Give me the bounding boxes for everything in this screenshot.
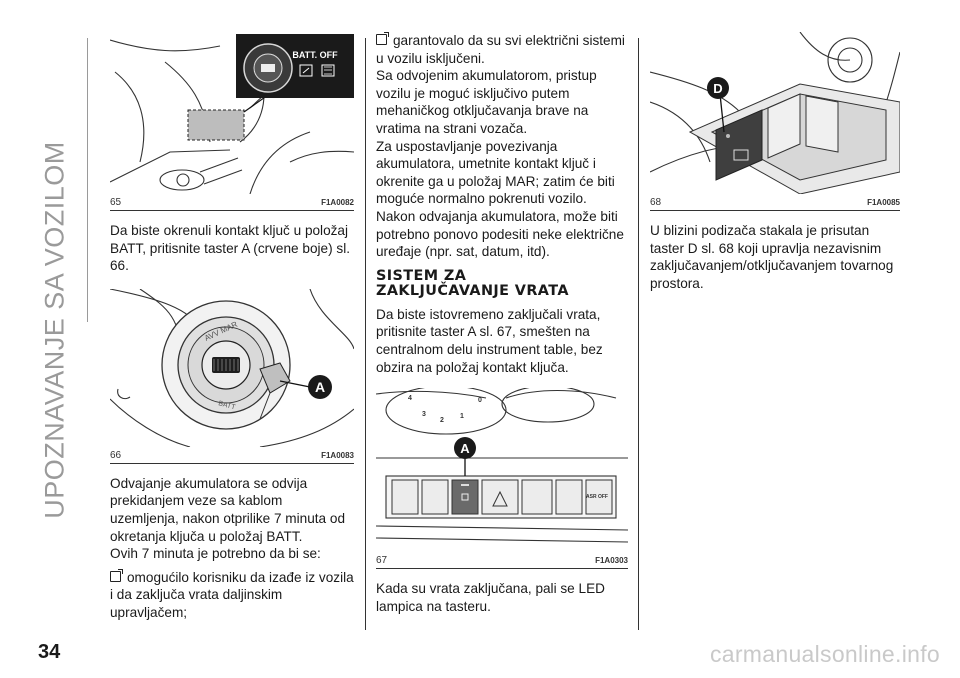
section-divider [87, 38, 88, 322]
bullet-text: garantovalo da su svi električni sistemi… [376, 33, 625, 66]
ignition-illustration: BATT. OFF [110, 32, 354, 194]
figure-rule [376, 568, 628, 570]
page-number: 34 [38, 641, 61, 663]
dial-label: 2 [440, 417, 444, 424]
paragraph: Da biste okrenuli kontakt ključ u položa… [110, 223, 350, 274]
paragraph: Za uspostavljanje povezivanja akumulator… [376, 138, 615, 207]
figure-68: D 68 F1A0085 [650, 32, 900, 211]
ring-label-bottom: BATT [217, 400, 236, 411]
paragraph: Odvajanje akumulatora se odvija prekidan… [110, 475, 346, 544]
dial-label: 0 [478, 397, 482, 404]
callout-a: A [315, 379, 325, 395]
callout-d: D [713, 81, 722, 96]
figure-65: BATT. OFF 65 F1A0082 [110, 32, 354, 211]
dial-label: 3 [422, 411, 426, 418]
column-divider [365, 38, 366, 630]
figure-66: AVV MAR BATT A 66 F1A0083 [110, 288, 354, 464]
figure-number: 66 [110, 449, 122, 461]
figure-rule [110, 210, 354, 211]
asr-off-label: ASR OFF [586, 494, 608, 500]
batt-off-label: BATT. OFF [292, 50, 338, 60]
figure-number: 68 [650, 197, 662, 208]
bullet-icon [376, 32, 389, 45]
figure-code: F1A0085 [867, 198, 900, 207]
dashboard-switch-illustration: 4 3 2 1 0 ASR OFF A [376, 388, 628, 553]
heading-line: ZAKLJUČAVANJE VRATA [376, 282, 569, 299]
figure-number: 67 [376, 555, 388, 567]
paragraph: Kada su vrata zaključana, pali se LED la… [376, 581, 605, 614]
bullet-item: garantovalo da su svi električni sistemi… [376, 32, 628, 67]
section-title: UPOZNAVANJE SA VOZILOM [39, 141, 70, 519]
bullet-item: omogućilo korisniku da izađe iz vozila i… [110, 568, 354, 622]
column-1: BATT. OFF 65 F1A0082 Da biste okrenuli k… [110, 32, 354, 622]
column-divider [638, 38, 639, 630]
column-3: D 68 F1A0085 U blizini podizača stakala … [650, 32, 900, 292]
paragraph: Da biste istovremeno zaključali vrata, p… [376, 306, 603, 375]
ignition-switch-illustration: AVV MAR BATT A [110, 288, 354, 447]
figure-code: F1A0083 [321, 450, 354, 460]
paragraph: U blizini podizača stakala je prisutan t… [650, 223, 894, 291]
paragraph: Nakon odvajanja akumulatora, može biti p… [376, 208, 624, 260]
callout-a: A [460, 441, 470, 456]
figure-code: F1A0082 [321, 198, 354, 207]
dial-label: 4 [408, 395, 412, 402]
section-heading: SISTEM ZA ZAKLJUČAVANJE VRATA [376, 267, 628, 299]
paragraph: Sa odvojenim akumulatorom, pristup vozil… [376, 68, 597, 136]
watermark: carmanualsonline.info [709, 641, 940, 667]
door-switch-illustration: D [650, 32, 900, 194]
bullet-text: omogućilo korisniku da izađe iz vozila i… [110, 569, 354, 620]
heading-line: SISTEM ZA [376, 267, 467, 284]
figure-number: 65 [110, 197, 122, 208]
figure-67: 4 3 2 1 0 ASR OFF A 67 [376, 388, 628, 570]
paragraph: Ovih 7 minuta je potrebno da bi se: [110, 546, 321, 562]
dial-label: 1 [460, 413, 464, 420]
figure-rule [110, 462, 354, 464]
bullet-icon [110, 568, 123, 582]
column-2: garantovalo da su svi električni sistemi… [376, 32, 628, 615]
figure-code: F1A0303 [595, 556, 628, 566]
figure-rule [650, 210, 900, 211]
